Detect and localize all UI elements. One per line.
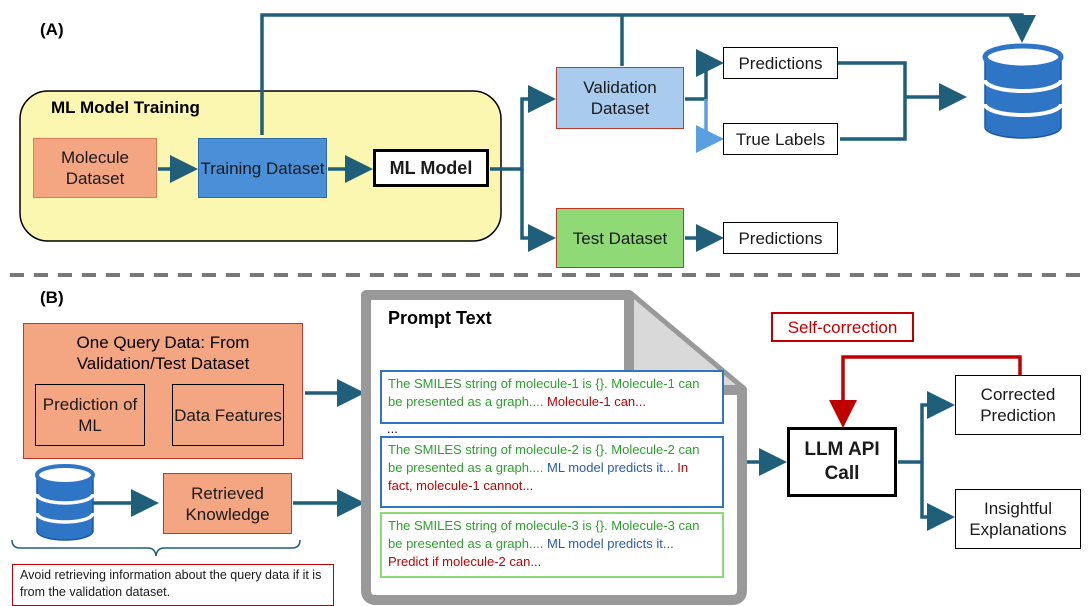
prediction-of-ml-box: Prediction of ML bbox=[35, 384, 145, 446]
snippet-1-green: The SMILES string of molecule-1 is {}. M… bbox=[388, 376, 700, 409]
snippet-2-blue: ML model predicts it... bbox=[543, 460, 674, 475]
query-data-title: One Query Data: From Validation/Test Dat… bbox=[76, 333, 250, 373]
panel-b-label: (B) bbox=[40, 288, 64, 307]
snippet-1-red: Molecule-1 can... bbox=[543, 394, 646, 409]
database-icon-b bbox=[35, 464, 95, 541]
data-features-box: Data Features bbox=[172, 384, 284, 446]
snippet-3-blue: ML model predicts it... bbox=[543, 536, 674, 551]
llm-api-call-box: LLM API Call bbox=[787, 427, 897, 497]
corrected-prediction-box: Corrected Prediction bbox=[955, 375, 1081, 435]
insightful-explanations-box: Insightful Explanations bbox=[955, 489, 1081, 549]
ellipsis-2: ... bbox=[387, 503, 398, 518]
snippet-3-green: The SMILES string of molecule-3 is {}. M… bbox=[388, 518, 700, 551]
validation-dataset-box: Validation Dataset bbox=[556, 67, 684, 129]
predictions-val-box: Predictions bbox=[723, 47, 838, 79]
snippet-2-red: In fact, molecule-1 cannot... bbox=[388, 460, 689, 493]
predictions-test-box: Predictions bbox=[723, 222, 838, 254]
prompt-snippet-2: The SMILES string of molecule-2 is {}. M… bbox=[380, 436, 724, 508]
true-labels-box: True Labels bbox=[723, 123, 838, 155]
database-icon-a bbox=[982, 43, 1064, 139]
test-dataset-box: Test Dataset bbox=[556, 208, 684, 268]
panel-a-label: (A) bbox=[40, 20, 64, 39]
retrieved-knowledge-box: Retrieved Knowledge bbox=[163, 473, 292, 534]
prompt-title: Prompt Text bbox=[388, 308, 492, 328]
prompt-snippet-3: The SMILES string of molecule-3 is {}. M… bbox=[380, 512, 724, 578]
snippet-3-red: Predict if molecule-2 can... bbox=[388, 554, 542, 569]
prompt-snippet-1: The SMILES string of molecule-1 is {}. M… bbox=[380, 370, 724, 424]
query-data-box: One Query Data: From Validation/Test Dat… bbox=[23, 323, 303, 459]
snippet-2-green: The SMILES string of molecule-2 is {}. M… bbox=[388, 442, 700, 475]
molecule-dataset-box: Molecule Dataset bbox=[33, 138, 157, 198]
retrieval-note: Avoid retrieving information about the q… bbox=[12, 564, 334, 606]
ml-model-box: ML Model bbox=[373, 149, 489, 187]
ellipsis-1: ... bbox=[387, 421, 398, 436]
training-title: ML Model Training bbox=[51, 98, 200, 117]
self-correction-label: Self-correction bbox=[771, 312, 914, 342]
training-dataset-box: Training Dataset bbox=[198, 138, 327, 198]
